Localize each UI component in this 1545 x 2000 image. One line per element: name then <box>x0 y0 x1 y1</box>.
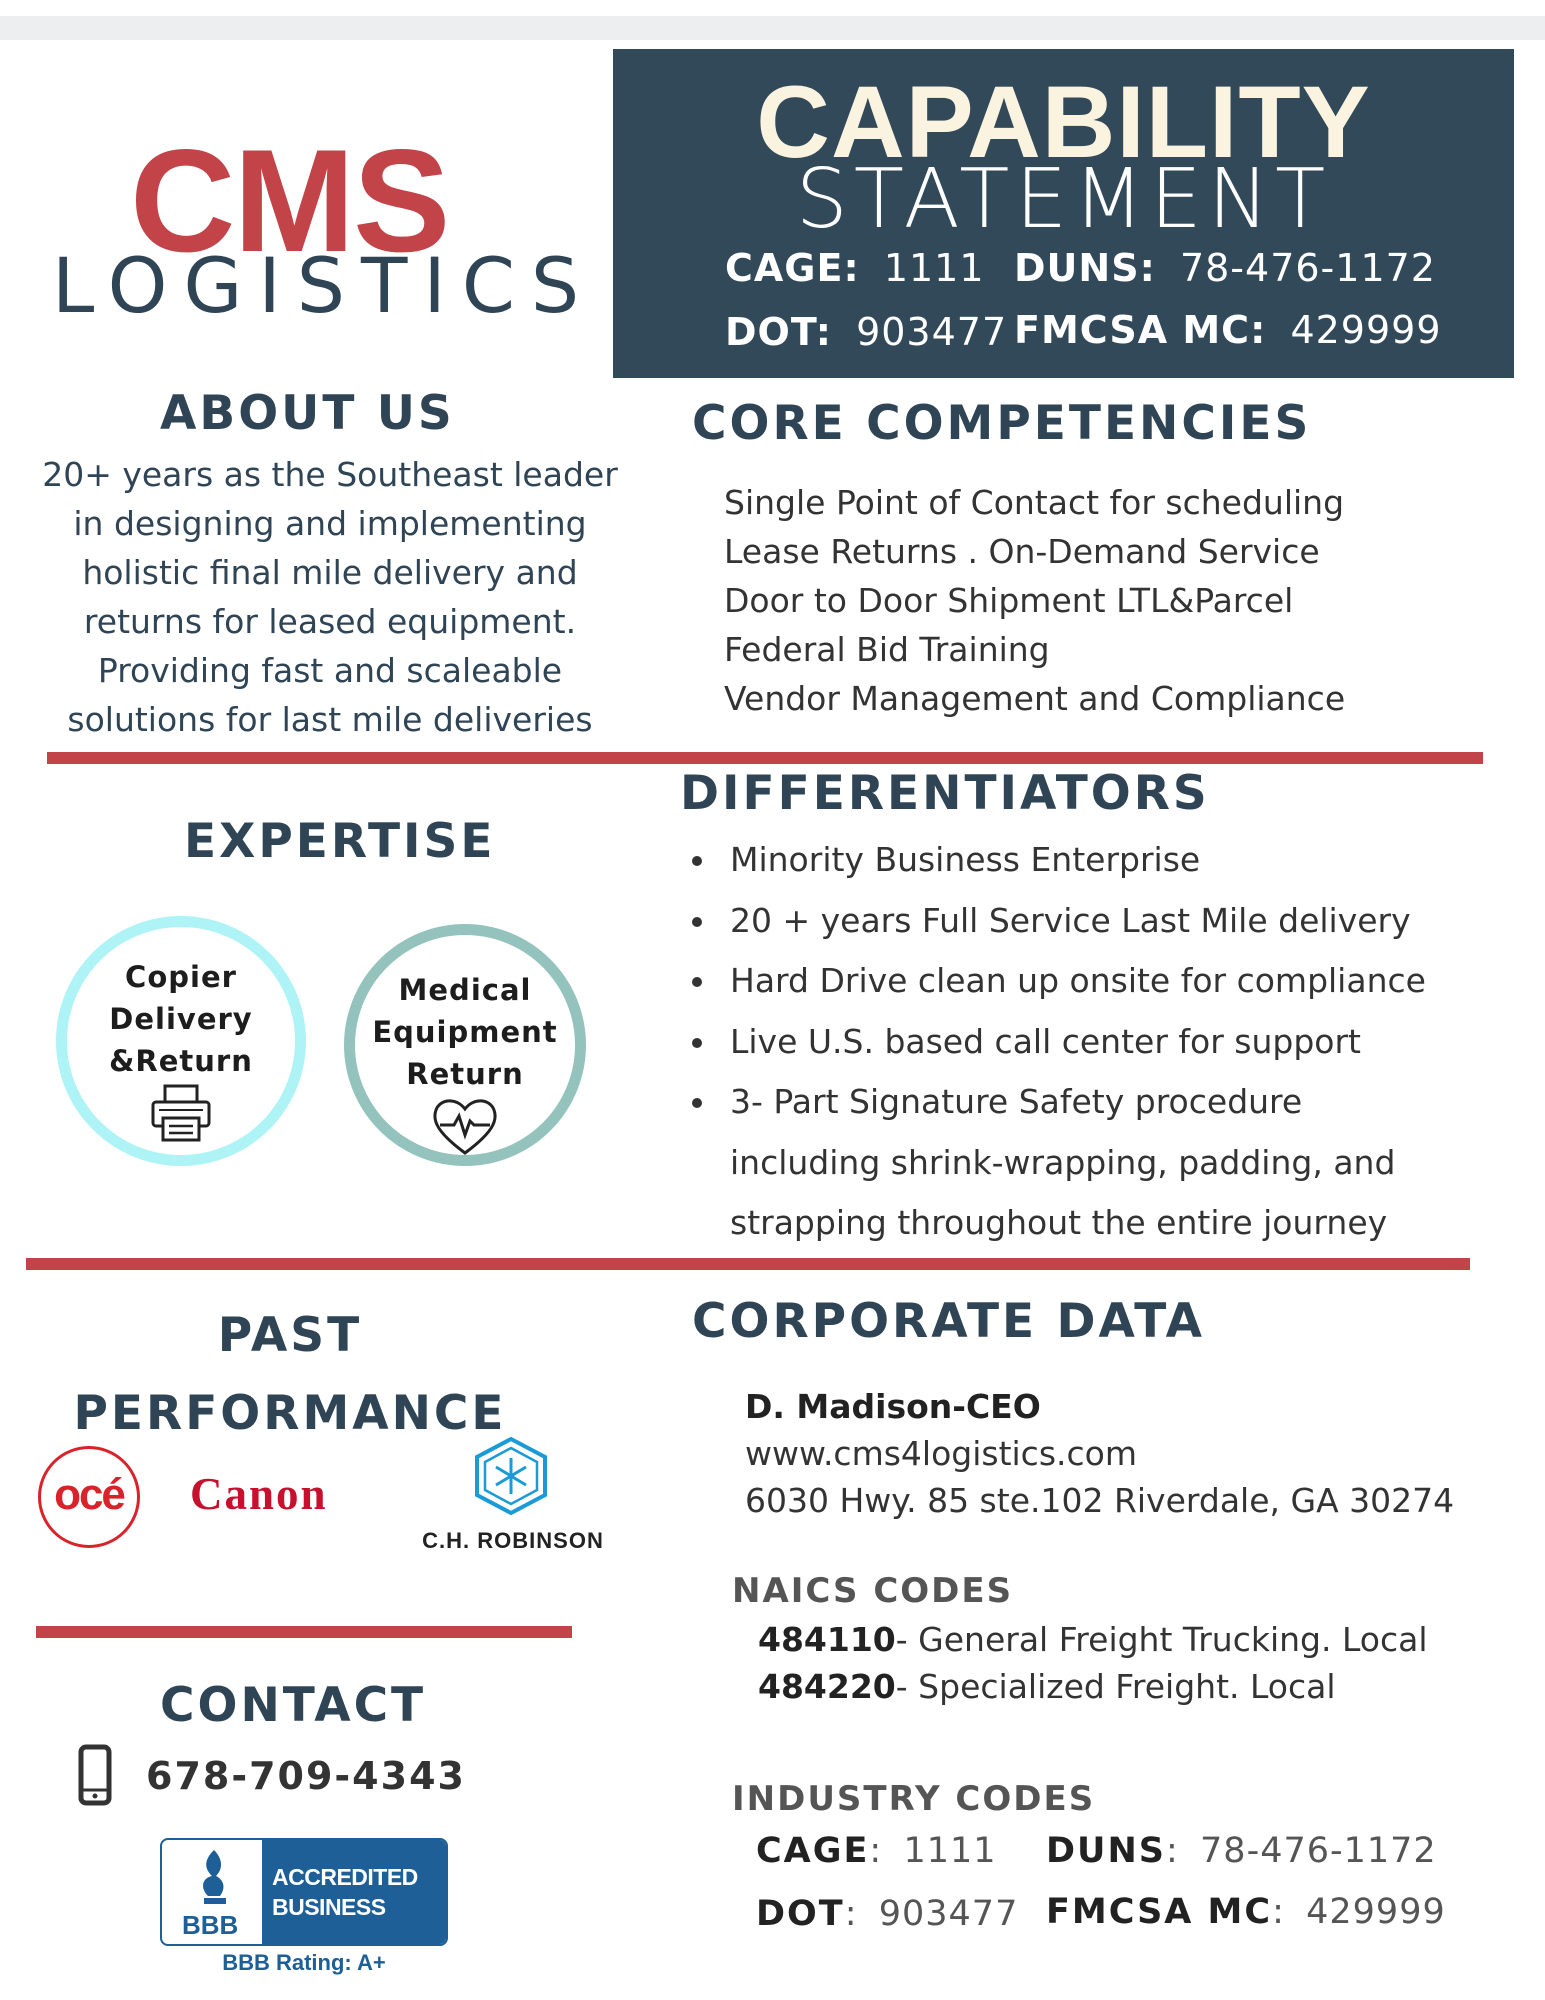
list-item: Live U.S. based call center for support <box>680 1012 1500 1073</box>
list-item-continuation: strapping throughout the entire journey <box>730 1203 1388 1242</box>
header-code-duns: DUNS: 78-476-1172 <box>1014 246 1436 290</box>
differentiators-heading: DIFFERENTIATORS <box>680 766 1210 821</box>
bullet-icon <box>692 1098 702 1108</box>
list-item: 3- Part Signature Safety procedure <box>680 1072 1500 1133</box>
core-item: Door to Door Shipment LTL&Parcel <box>724 581 1294 620</box>
bbb-rating: BBB Rating: A+ <box>222 1950 386 1975</box>
naics-item: 484110- General Freight Trucking. Local <box>758 1620 1428 1659</box>
list-item-continuation: including shrink-wrapping, padding, and <box>730 1142 1396 1182</box>
bbb-mark: BBB <box>182 1910 239 1940</box>
heartbeat-icon <box>433 1099 497 1155</box>
ceo-name: D. Madison-CEO <box>745 1387 1041 1426</box>
bbb-badge: BBB ACCREDITED BUSINESS <box>160 1838 448 1946</box>
bullet-icon <box>692 1037 702 1048</box>
expertise-medical-circle: Medical Equipment Return <box>344 924 586 1166</box>
address: 6030 Hwy. 85 ste.102 Riverdale, GA 30274 <box>745 1481 1455 1520</box>
website-link[interactable]: www.cms4logistics.com <box>745 1434 1137 1473</box>
industry-code-dot: DOT: 903477 <box>756 1894 1019 1934</box>
list-item: Hard Drive clean up onsite for complianc… <box>680 951 1500 1012</box>
core-item: Single Point of Contact for scheduling <box>724 483 1345 522</box>
about-text: 20+ years as the Southeast leader in des… <box>42 455 618 739</box>
core-item: Lease Returns . On-Demand Service <box>724 532 1320 571</box>
divider-3 <box>36 1626 572 1638</box>
past-performance-heading: PAST PERFORMANCE <box>73 1308 507 1441</box>
printer-icon <box>151 1084 211 1142</box>
header-code-cage: CAGE: 1111 <box>725 246 985 290</box>
list-item: 20 + years Full Service Last Mile delive… <box>680 891 1500 952</box>
differentiators-list: Minority Business Enterprise 20 + years … <box>680 830 1500 1254</box>
capability-header: CAPABILITY STATEMENT CAGE: 1111 DUNS: 78… <box>613 49 1514 378</box>
about-heading: ABOUT US <box>160 386 455 441</box>
industry-code-cage: CAGE: 1111 <box>756 1831 997 1871</box>
oce-logo: océ <box>38 1446 140 1548</box>
expertise-heading: EXPERTISE <box>184 814 496 869</box>
corporate-heading: CORPORATE DATA <box>692 1294 1206 1349</box>
core-heading: CORE COMPETENCIES <box>692 396 1312 451</box>
bbb-torch-icon <box>203 1850 226 1904</box>
copier-label: Copier Delivery &Return <box>109 960 253 1078</box>
header-title: CAPABILITY <box>756 65 1371 179</box>
bbb-accredited-text: ACCREDITED BUSINESS <box>272 1864 418 1920</box>
bullet-icon <box>692 856 702 866</box>
logo-cms: CMS <box>130 119 450 282</box>
header-code-fmcsa: FMCSA MC: 429999 <box>1014 308 1442 352</box>
canon-logo: Canon <box>190 1469 328 1519</box>
ch-robinson-cube-icon <box>475 1436 547 1516</box>
naics-list: 484110- General Freight Trucking. Local … <box>758 1616 1428 1710</box>
naics-heading: NAICS CODES <box>732 1571 1014 1611</box>
core-item: Vendor Management and Compliance <box>724 679 1346 718</box>
industry-code-fmcsa: FMCSA MC: 429999 <box>1046 1892 1446 1932</box>
top-strip <box>0 16 1545 40</box>
divider-2 <box>26 1258 1470 1270</box>
header-code-dot: DOT: 903477 <box>725 310 1008 354</box>
ch-robinson-label: C.H. ROBINSON <box>422 1528 604 1553</box>
medical-label: Medical Equipment Return <box>372 973 558 1091</box>
naics-item: 484220- Specialized Freight. Local <box>758 1667 1336 1706</box>
phone-icon <box>78 1744 112 1806</box>
core-item: Federal Bid Training <box>724 630 1050 669</box>
core-list: Single Point of Contact for scheduling L… <box>724 478 1345 723</box>
industry-codes-heading: INDUSTRY CODES <box>732 1779 1096 1819</box>
bullet-icon <box>692 977 702 987</box>
list-item: Minority Business Enterprise <box>680 830 1500 891</box>
bbb-panel: ACCREDITED BUSINESS <box>262 1840 446 1944</box>
divider-1 <box>47 752 1483 764</box>
phone-number[interactable]: 678-709-4343 <box>146 1754 466 1798</box>
expertise-copier-circle: Copier Delivery &Return <box>56 916 306 1166</box>
header-subtitle: STATEMENT <box>795 152 1332 247</box>
logo-logistics: LOGISTICS <box>52 241 596 330</box>
industry-code-duns: DUNS: 78-476-1172 <box>1046 1831 1437 1871</box>
bullet-icon <box>692 916 702 927</box>
contact-heading: CONTACT <box>160 1678 427 1733</box>
